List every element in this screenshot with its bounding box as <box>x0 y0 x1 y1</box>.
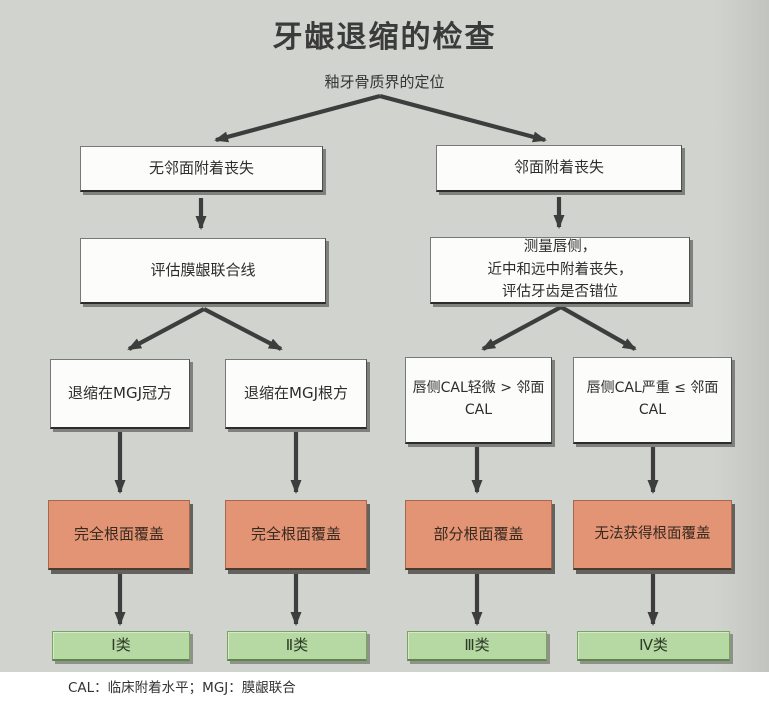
node-interproximal-attachment-loss: 邻面附着丧失 <box>436 145 682 192</box>
node-class-3: Ⅲ类 <box>407 631 547 661</box>
node-outcome-full-root-coverage-1: 完全根面覆盖 <box>48 500 190 570</box>
arrow-root-to-left <box>214 93 381 143</box>
arrow-root-to-right <box>379 93 547 143</box>
node-labial-cal-mild: 唇侧CAL轻微 > 邻面 CAL <box>405 357 552 444</box>
node-outcome-full-root-coverage-2: 完全根面覆盖 <box>225 500 367 570</box>
page-title: 牙龈退缩的检查 <box>272 20 497 55</box>
node-class-1: Ⅰ类 <box>52 631 190 661</box>
arrow-mgj-split-right <box>203 307 283 351</box>
legend-note: CAL：临床附着水平；MGJ：膜龈联合 <box>68 680 296 696</box>
node-recession-coronal-to-mgj: 退缩在MGJ冠方 <box>50 359 190 429</box>
node-outcome-partial-root-coverage: 部分根面覆盖 <box>405 500 552 570</box>
node-assess-mgj-line: 评估膜龈联合线 <box>80 238 326 304</box>
node-recession-apical-to-mgj: 退缩在MGJ根方 <box>225 359 367 429</box>
node-cej-location: 釉牙骨质界的定位 <box>324 73 445 91</box>
node-measure-labial-attachment: 测量唇侧， 近中和远中附着丧失， 评估牙齿是否错位 <box>430 237 690 304</box>
node-outcome-no-root-coverage: 无法获得根面覆盖 <box>573 500 732 570</box>
node-no-interproximal-attachment-loss: 无邻面附着丧失 <box>80 146 323 192</box>
node-class-2: Ⅱ类 <box>227 631 367 661</box>
node-class-4: Ⅳ类 <box>577 631 730 661</box>
arrow-cal-split-right <box>559 305 637 351</box>
arrow-cal-split-left <box>481 305 562 351</box>
arrow-mgj-split-left <box>127 307 205 351</box>
node-labial-cal-severe: 唇侧CAL严重 ≤ 邻面 CAL <box>573 357 732 444</box>
